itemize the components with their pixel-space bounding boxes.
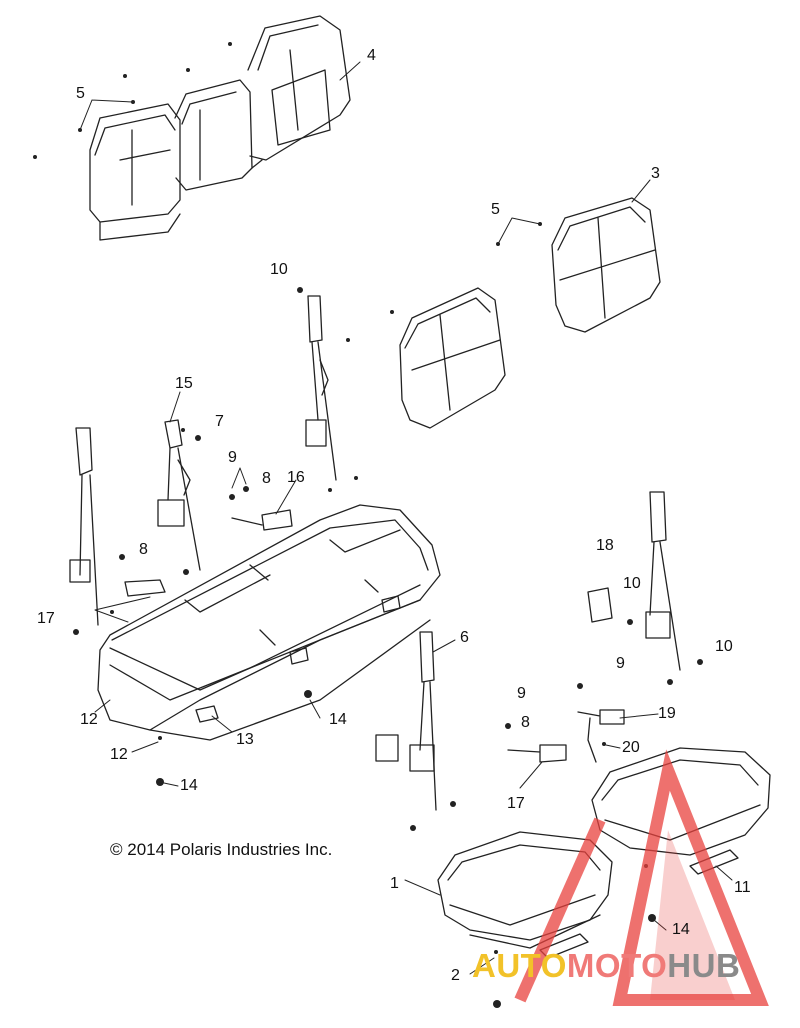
seatbelt-retractor — [157, 419, 201, 571]
watermark-text: AUTOMOTOHUB — [472, 947, 740, 985]
bracket-13b — [289, 647, 309, 665]
callout: 2 — [451, 967, 460, 984]
callout: 13 — [236, 731, 254, 748]
rear-backrest — [89, 15, 351, 241]
bracket-18 — [587, 587, 613, 623]
callout: 5 — [491, 201, 500, 218]
seatbelt-6 — [375, 631, 437, 811]
callout: 14 — [329, 711, 347, 728]
callout: 7 — [215, 413, 224, 430]
watermark-logo — [514, 749, 769, 1006]
callout: 10 — [270, 261, 288, 278]
callout: 9 — [616, 655, 625, 672]
callout: 16 — [287, 469, 305, 486]
bracket-11 — [689, 849, 739, 875]
callout: 1 — [390, 875, 399, 892]
callout: 14 — [180, 777, 198, 794]
bench-seat — [97, 504, 441, 741]
callout: 8 — [139, 541, 148, 558]
bracket-13c — [381, 595, 401, 613]
seatbelt-left — [69, 427, 166, 626]
back-cushion-right — [551, 197, 661, 333]
seatbelt-right — [645, 491, 681, 671]
callout: 12 — [110, 746, 128, 763]
leader-lines — [79, 61, 733, 975]
callout: 18 — [596, 537, 614, 554]
callout: 10 — [623, 575, 641, 592]
callout: 8 — [262, 470, 271, 487]
bucket-seat-front — [437, 831, 613, 949]
hardware — [33, 42, 703, 1008]
copyright-text: © 2014 Polaris Industries Inc. — [110, 840, 333, 859]
callout: 9 — [517, 685, 526, 702]
callout: 20 — [622, 739, 640, 756]
buckle-17-lower — [507, 744, 567, 763]
callout: 6 — [460, 629, 469, 646]
callout: 5 — [76, 85, 85, 102]
callout: 9 — [228, 449, 237, 466]
watermark-part-3: HUB — [667, 947, 741, 984]
callout: 15 — [175, 375, 193, 392]
callout: 10 — [715, 638, 733, 655]
bucket-seat-rear — [591, 747, 771, 856]
harness-19 — [577, 709, 625, 763]
callout: 14 — [672, 921, 690, 938]
callout: 8 — [521, 714, 530, 731]
callout: 17 — [507, 795, 525, 812]
buckle-16 — [231, 509, 293, 531]
watermark-part-2: MOTO — [566, 947, 668, 984]
callout: 11 — [734, 879, 751, 896]
bracket-13 — [195, 705, 219, 723]
watermark-part-1: AUTO — [472, 947, 567, 984]
callout: 4 — [367, 47, 376, 64]
callout: 12 — [80, 711, 98, 728]
callout: 3 — [651, 165, 660, 182]
seatbelt-center — [305, 295, 337, 481]
callout: 19 — [658, 705, 676, 722]
back-cushion-left — [399, 287, 506, 429]
callout: 17 — [37, 610, 55, 627]
